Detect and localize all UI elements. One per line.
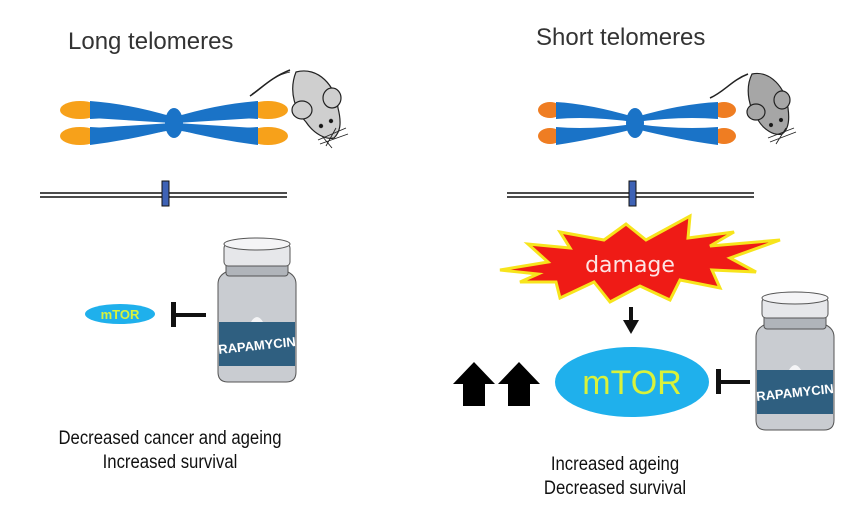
rapamycin-bottle-left: RAPAMYCIN: [217, 237, 297, 383]
centromere: [626, 108, 644, 138]
damage-starburst: damage: [499, 213, 781, 304]
thick-up-arrow-icon: [453, 362, 495, 406]
right-outcome-line2: Decreased survival: [543, 478, 687, 499]
left-outcome-line1: Decreased cancer and ageing: [58, 428, 282, 449]
centromere: [165, 108, 183, 138]
centromere-marker: [628, 180, 637, 207]
down-arrow-icon: [623, 307, 639, 334]
left-outcome-line2: Increased survival: [102, 452, 238, 473]
right-outcome-line1: Increased ageing: [550, 454, 680, 475]
centromere-marker: [161, 180, 170, 207]
dna-track-left: [40, 180, 287, 207]
mouse-dark-icon: [709, 72, 797, 145]
short-telomeres-title: Short telomeres: [536, 24, 706, 51]
chromosome-short-telomeres: [538, 102, 736, 145]
damage-label: damage: [585, 253, 675, 278]
chromosome-long-telomeres: [60, 101, 288, 145]
rapamycin-bottle-right: RAPAMYCIN: [755, 291, 835, 431]
mouse-light-icon: [249, 69, 349, 149]
dna-track-right: [507, 180, 754, 207]
right-outcome: Increased ageing Decreased survival: [470, 453, 760, 501]
mtor-small-label: mTOR: [101, 307, 140, 322]
mtor-large: mTOR: [555, 347, 709, 417]
inhibit-arrow-right-icon: [716, 369, 750, 394]
inhibit-arrow-left-icon: [171, 302, 206, 327]
long-telomeres-title: Long telomeres: [68, 28, 234, 55]
mtor-large-label: mTOR: [582, 364, 681, 402]
left-outcome: Decreased cancer and ageing Increased su…: [12, 427, 329, 475]
thick-up-arrow-icon: [498, 362, 540, 406]
mtor-small: mTOR: [85, 304, 155, 324]
increase-arrows: [453, 362, 540, 406]
